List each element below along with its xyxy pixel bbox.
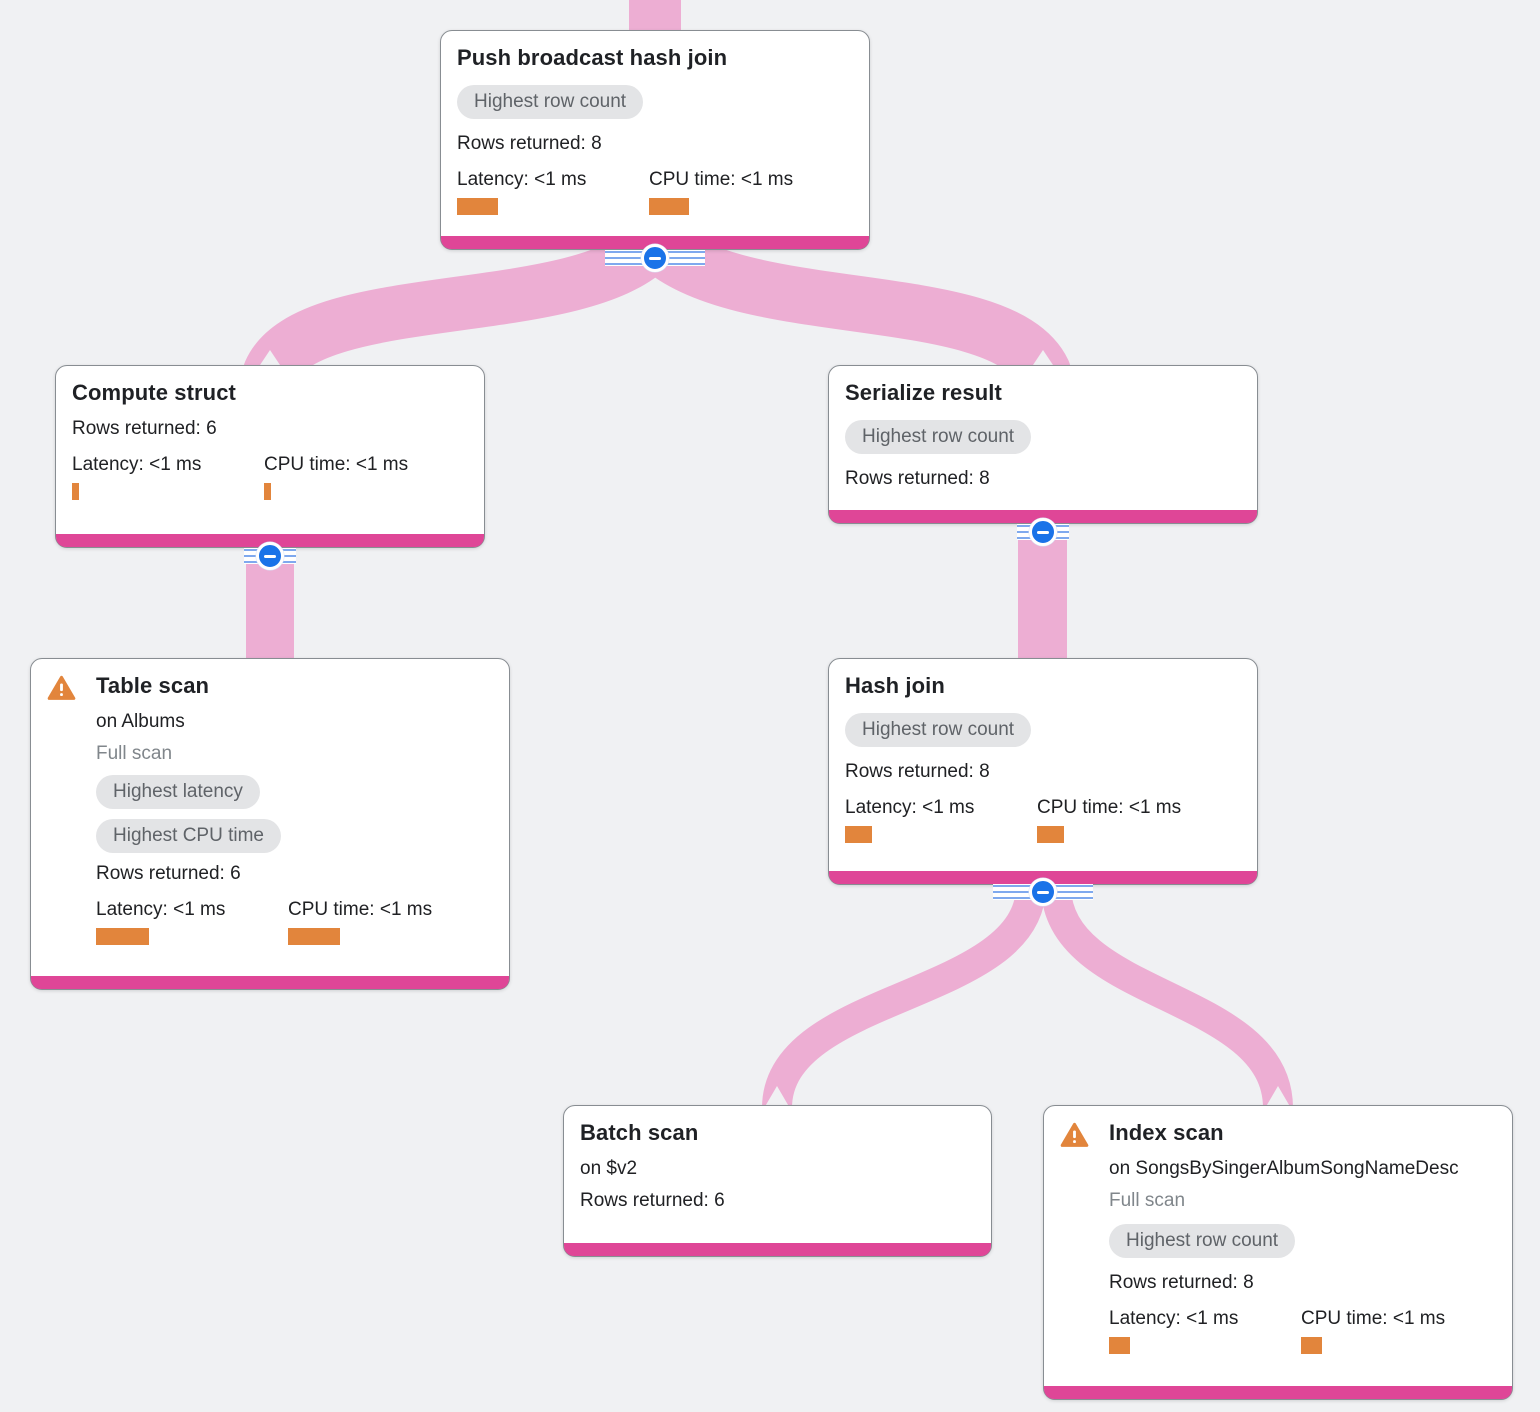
latency-label: Latency: <1 ms	[96, 899, 226, 921]
latency-label: Latency: <1 ms	[72, 454, 202, 476]
cpu-time-bar	[649, 198, 689, 216]
scan-type: Full scan	[1109, 1190, 1186, 1212]
cpu-time-label: CPU time: <1 ms	[1037, 797, 1182, 819]
badge-highest-latency: Highest latency	[96, 775, 260, 810]
edge-push-broadcast-hash-join-to-compute-struct	[243, 219, 678, 399]
node-card-hash-join[interactable]: Hash join Highest row count Rows returne…	[828, 658, 1258, 885]
node-accent-bar	[829, 510, 1257, 523]
cpu-time-bar	[288, 928, 340, 946]
node-accent-bar	[56, 534, 484, 547]
rows-returned: Rows returned: 8	[1109, 1272, 1254, 1294]
edge-hash-join-to-batch-scan	[762, 871, 1046, 1123]
cpu-time-bar	[1037, 826, 1064, 844]
latency-bar	[72, 483, 79, 501]
warning-icon	[1060, 1122, 1089, 1153]
collapse-minus-icon	[641, 244, 669, 272]
node-title: Compute struct	[72, 380, 236, 405]
scan-type: Full scan	[96, 743, 173, 765]
node-title: Index scan	[1109, 1120, 1224, 1145]
collapse-minus-icon	[256, 542, 284, 570]
cpu-time-label: CPU time: <1 ms	[649, 169, 794, 191]
collapse-minus-icon	[1029, 878, 1057, 906]
badge-highest-row-count: Highest row count	[845, 713, 1032, 748]
node-card-push-broadcast-hash-join[interactable]: Push broadcast hash join Highest row cou…	[440, 30, 870, 250]
node-subtitle: on Albums	[96, 711, 185, 732]
rows-returned: Rows returned: 8	[845, 468, 990, 490]
node-accent-bar	[564, 1243, 991, 1256]
rows-returned: Rows returned: 6	[96, 863, 241, 885]
badge-highest-row-count: Highest row count	[845, 420, 1032, 455]
latency-label: Latency: <1 ms	[1109, 1308, 1239, 1330]
node-title: Table scan	[96, 673, 210, 698]
node-title: Serialize result	[845, 380, 1002, 405]
node-title: Batch scan	[580, 1120, 699, 1145]
badge-highest-row-count: Highest row count	[1109, 1224, 1296, 1259]
node-subtitle: on SongsBySingerAlbumSongNameDesc	[1109, 1158, 1459, 1179]
collapse-button-serialize-result[interactable]	[1017, 518, 1069, 546]
latency-label: Latency: <1 ms	[457, 169, 587, 191]
latency-label: Latency: <1 ms	[845, 797, 975, 819]
cpu-time-label: CPU time: <1 ms	[288, 899, 433, 921]
badge-highest-row-count: Highest row count	[457, 85, 644, 120]
node-accent-bar	[829, 871, 1257, 884]
collapse-minus-icon	[1029, 518, 1057, 546]
latency-bar	[845, 826, 872, 844]
cpu-time-label: CPU time: <1 ms	[1301, 1308, 1446, 1330]
rows-returned: Rows returned: 8	[845, 761, 990, 783]
collapse-button-compute-struct[interactable]	[244, 542, 296, 570]
badge-highest-cpu-time: Highest CPU time	[96, 819, 281, 854]
edge-hash-join-to-index-scan	[1041, 871, 1293, 1123]
edge-push-broadcast-hash-join-to-serialize-result	[632, 218, 1071, 400]
cpu-time-label: CPU time: <1 ms	[264, 454, 409, 476]
edge-notch	[763, 1086, 791, 1110]
rows-returned: Rows returned: 8	[457, 133, 602, 155]
latency-bar	[457, 198, 498, 216]
latency-bar	[1109, 1337, 1130, 1355]
node-card-index-scan[interactable]: Index scan on SongsBySingerAlbumSongName…	[1043, 1105, 1513, 1400]
node-card-table-scan[interactable]: Table scan on Albums Full scan Highest l…	[30, 658, 510, 990]
node-accent-bar	[441, 236, 869, 249]
collapse-button-hash-join[interactable]	[993, 878, 1093, 906]
node-title: Hash join	[845, 673, 945, 698]
node-card-batch-scan[interactable]: Batch scan on $v2 Rows returned: 6	[563, 1105, 992, 1257]
cpu-time-bar	[264, 483, 271, 501]
collapse-button-push-broadcast-hash-join[interactable]	[605, 244, 705, 272]
latency-bar	[96, 928, 149, 946]
rows-returned: Rows returned: 6	[580, 1190, 725, 1212]
edge-notch	[1264, 1086, 1292, 1110]
warning-icon	[47, 675, 76, 706]
node-title: Push broadcast hash join	[457, 45, 728, 70]
node-subtitle: on $v2	[580, 1158, 638, 1179]
edge-serialize-result-to-hash-join	[1018, 524, 1067, 666]
cpu-time-bar	[1301, 1337, 1322, 1355]
node-accent-bar	[1044, 1386, 1512, 1399]
node-card-serialize-result[interactable]: Serialize result Highest row count Rows …	[828, 365, 1258, 524]
node-card-compute-struct[interactable]: Compute struct Rows returned: 6 Latency:…	[55, 365, 485, 548]
node-accent-bar	[31, 976, 509, 989]
rows-returned: Rows returned: 6	[72, 418, 217, 439]
